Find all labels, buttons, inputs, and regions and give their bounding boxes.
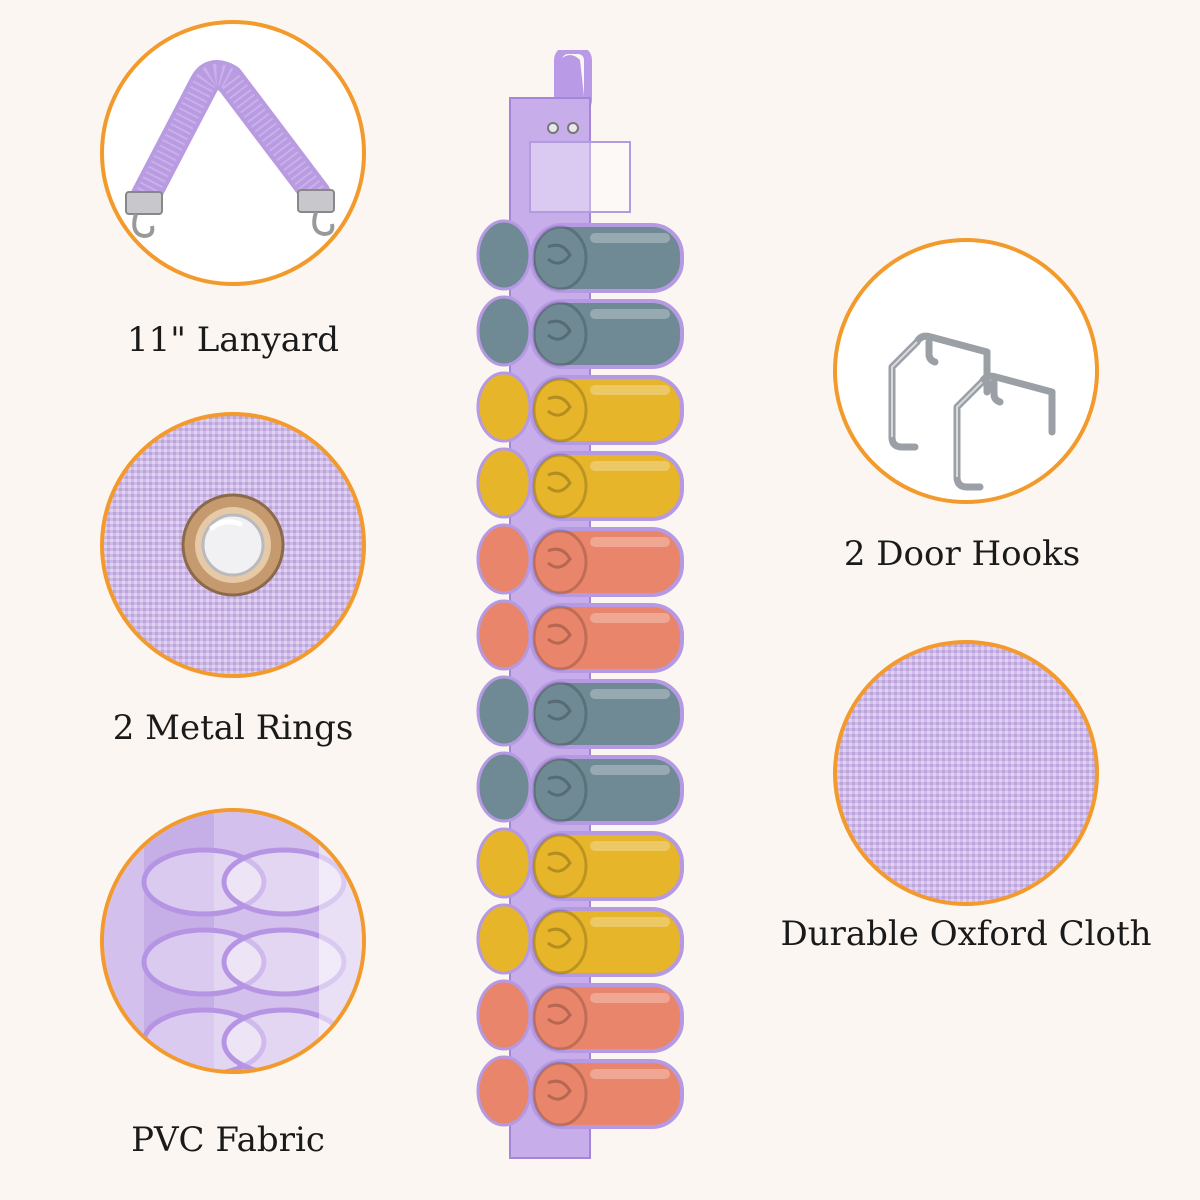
- oxford-cloth-caption: Durable Oxford Cloth: [780, 914, 1152, 954]
- roll-end: [532, 301, 588, 367]
- fabric-texture-icon: [837, 644, 1095, 902]
- grommet-ring-icon: [181, 493, 285, 597]
- roll-pocket-left: [476, 295, 532, 367]
- roll-pocket-left: [476, 219, 532, 291]
- lanyard-icon: [125, 60, 335, 239]
- roll-pocket-left: [476, 1055, 532, 1127]
- roll-fold: [547, 547, 572, 569]
- door-hooks-detail-circle: [833, 238, 1099, 504]
- ring-right: [567, 122, 579, 134]
- roll-fold: [547, 775, 572, 797]
- roll-end: [532, 681, 588, 747]
- roll-pocket-left: [476, 523, 532, 595]
- roll-pocket-left: [476, 371, 532, 443]
- oxford-cloth-detail-circle: [833, 640, 1099, 906]
- roll-end: [532, 1061, 588, 1127]
- pocket-highlight: [590, 385, 670, 395]
- roll-fold: [547, 851, 572, 873]
- organizer-illustration: [476, 50, 684, 1159]
- pocket-highlight: [590, 765, 670, 775]
- roll-pocket-left: [476, 979, 532, 1051]
- roll-pocket-left: [476, 447, 532, 519]
- roll-fold: [547, 623, 572, 645]
- hanging-loop: [560, 55, 585, 105]
- roll-fold: [547, 927, 572, 949]
- pocket-highlight: [590, 233, 670, 243]
- pocket-highlight: [590, 841, 670, 851]
- roll-fold: [547, 395, 572, 417]
- roll-pocket-left: [476, 599, 532, 671]
- roll-pocket-left: [476, 827, 532, 899]
- roll-end: [532, 909, 588, 975]
- pvc-fabric-caption: PVC Fabric: [131, 1120, 325, 1160]
- roll-fold: [547, 243, 572, 265]
- roll-pocket-left: [476, 675, 532, 747]
- pocket-highlight: [590, 993, 670, 1003]
- ring-left: [547, 122, 559, 134]
- roll-pocket-left: [476, 751, 532, 823]
- roll-fold: [547, 471, 572, 493]
- roll-pocket-left: [476, 903, 532, 975]
- roll-end: [532, 529, 588, 595]
- door-hook-icon: [888, 332, 1056, 491]
- roll-end: [532, 833, 588, 899]
- roll-end: [532, 985, 588, 1051]
- roll-fold: [547, 699, 572, 721]
- clear-pocket-icon: [104, 812, 362, 1070]
- lanyard-caption: 11" Lanyard: [127, 320, 339, 360]
- roll-end: [532, 757, 588, 823]
- roll-end: [532, 605, 588, 671]
- roll-fold: [547, 319, 572, 341]
- metal-rings-caption: 2 Metal Rings: [112, 708, 354, 748]
- metal-ring-detail-circle: [100, 412, 366, 678]
- roll-fold: [547, 1079, 572, 1101]
- roll-end: [532, 377, 588, 443]
- pvc-fabric-detail-circle: [100, 808, 366, 1074]
- pocket-highlight: [590, 309, 670, 319]
- pocket-highlight: [590, 461, 670, 471]
- pocket-highlight: [590, 689, 670, 699]
- roll-end: [532, 225, 588, 291]
- lanyard-detail-circle: [100, 20, 366, 286]
- door-hooks-caption: 2 Door Hooks: [843, 534, 1081, 574]
- pocket-highlight: [590, 537, 670, 547]
- roll-fold: [547, 1003, 572, 1025]
- pocket-highlight: [590, 1069, 670, 1079]
- roll-end: [532, 453, 588, 519]
- pocket-highlight: [590, 613, 670, 623]
- pocket-highlight: [590, 917, 670, 927]
